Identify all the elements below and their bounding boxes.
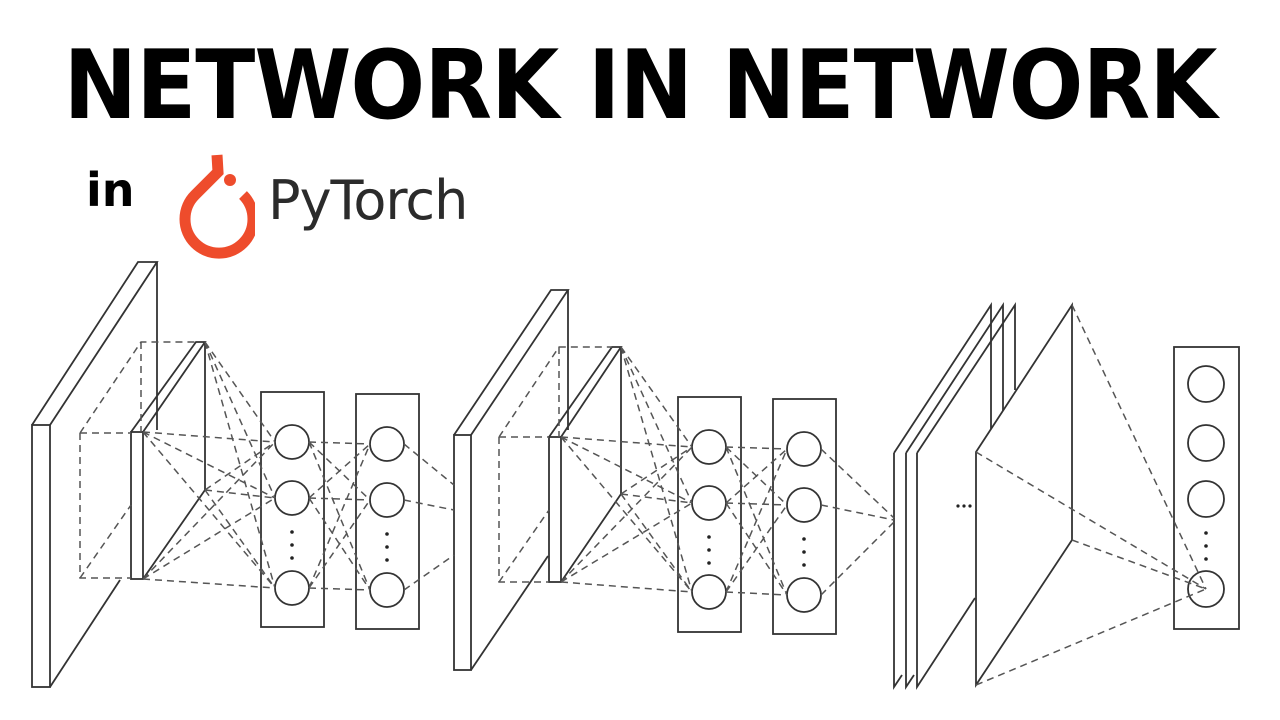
- pytorch-wordmark: PyTorch: [268, 169, 468, 232]
- block1-mlp-layer2: [355, 393, 420, 630]
- subtitle-prefix: in: [86, 163, 135, 217]
- block2-input-map: [453, 289, 570, 671]
- block1-input-map: [31, 261, 159, 688]
- block2-mlp-layer1: [677, 396, 742, 633]
- feature-maps-stack: [893, 301, 1016, 691]
- block1-second-map: [130, 341, 207, 580]
- block2-mlp-layer2: [772, 398, 837, 635]
- pytorch-logo-icon: [179, 154, 255, 259]
- block1-mlp-layer1: [260, 391, 325, 628]
- output-layer: [1173, 346, 1240, 630]
- page-title: NETWORK IN NETWORK: [63, 29, 1218, 141]
